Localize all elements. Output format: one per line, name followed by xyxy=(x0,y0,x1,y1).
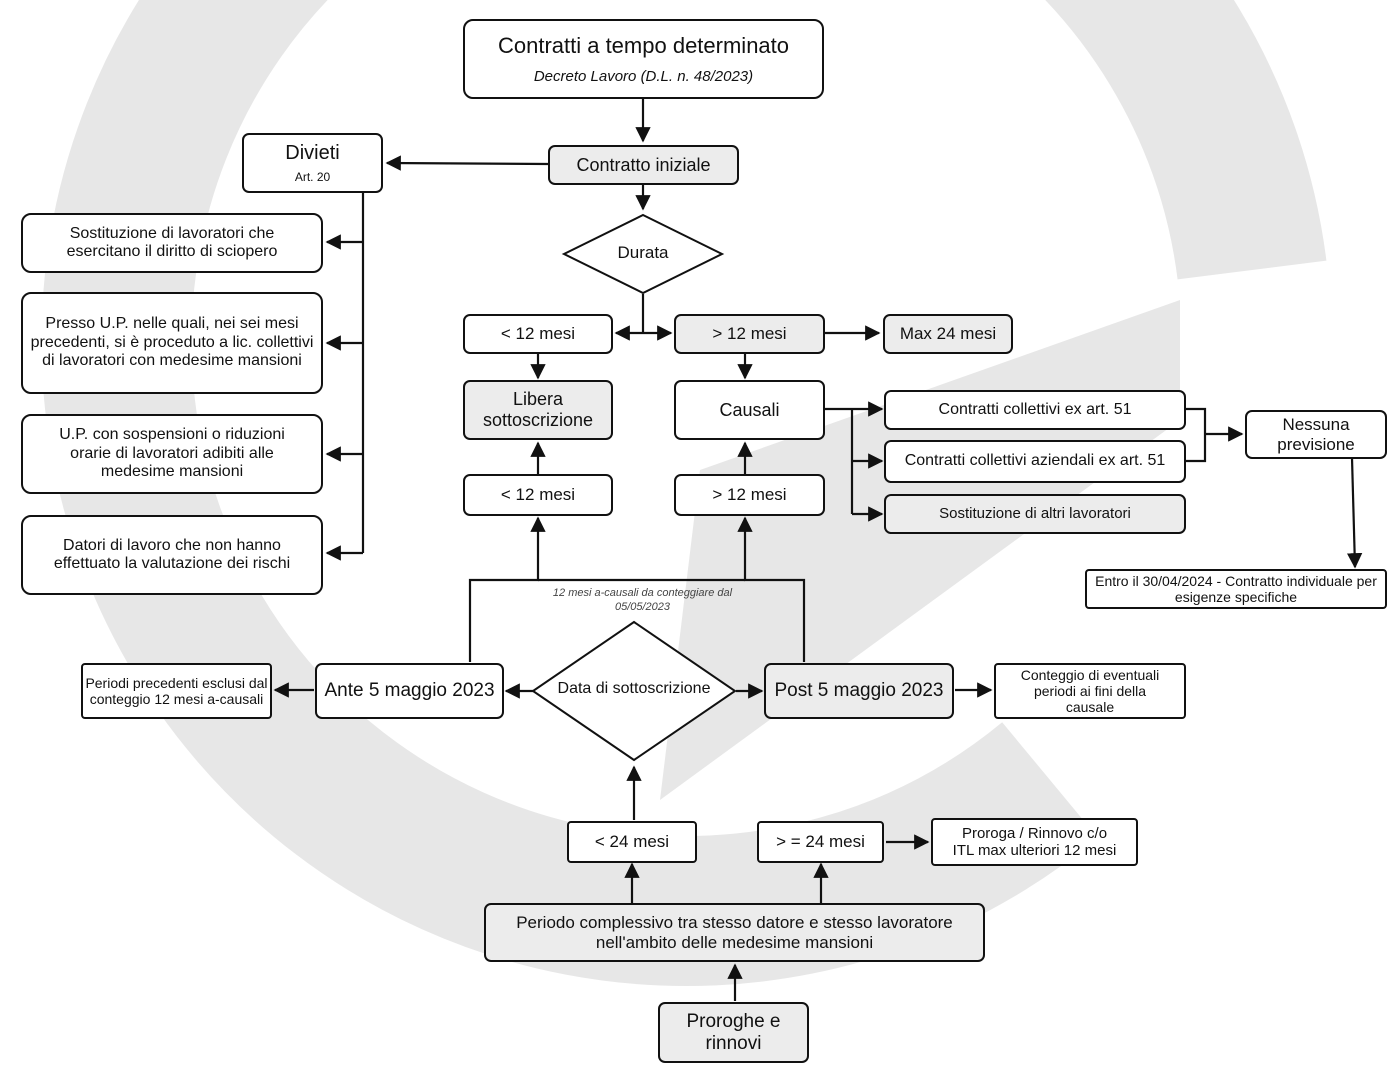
title-main: Contratti a tempo determinato xyxy=(497,32,790,58)
ante-box: Ante 5 maggio 2023 xyxy=(315,663,504,719)
post-box: Post 5 maggio 2023 xyxy=(764,663,954,719)
divieto-item: Datori di lavoro che non hanno effettuat… xyxy=(21,515,323,595)
nessuna-previsione-box: Nessuna previsione xyxy=(1245,410,1387,459)
divieto-item: Sostituzione di lavoratori che esercitan… xyxy=(21,213,323,273)
lt12-top-box: < 12 mesi xyxy=(463,314,613,354)
conteggio-box: Conteggio di eventuali periodi ai fini d… xyxy=(994,663,1186,719)
divieto-item: U.P. con sospensioni o riduzioni orarie … xyxy=(21,414,323,494)
contratto-iniziale-box: Contratto iniziale xyxy=(548,145,739,185)
divieto-item: Presso U.P. nelle quali, nei sei mesi pr… xyxy=(21,292,323,394)
data-sottoscrizione-diamond xyxy=(531,620,737,762)
divieti-article: Art. 20 xyxy=(294,169,331,184)
causale-item: Sostituzione di altri lavoratori xyxy=(884,494,1186,534)
max24-box: Max 24 mesi xyxy=(883,314,1013,354)
periodi-esclusi-box: Periodi precedenti esclusi dal conteggio… xyxy=(81,663,272,719)
causale-item: Contratti collettivi ex art. 51 xyxy=(884,390,1186,430)
gt12-mid-box: > 12 mesi xyxy=(674,474,825,516)
gt12-top-box: > 12 mesi xyxy=(674,314,825,354)
data-sottoscrizione-label: Data di sottoscrizione xyxy=(557,680,711,697)
durata-diamond xyxy=(561,213,725,295)
periodo-complessivo-box: Periodo complessivo tra stesso datore e … xyxy=(484,903,985,962)
gte24-box: > = 24 mesi xyxy=(757,821,884,863)
note-12-mesi: 12 mesi a-causali da conteggiare dal 05/… xyxy=(552,587,733,613)
causale-item: Contratti collettivi aziendali ex art. 5… xyxy=(884,440,1186,483)
proroghe-rinnovi-box: Proroghe e rinnovi xyxy=(658,1002,809,1063)
title-subtitle: Decreto Lavoro (D.L. n. 48/2023) xyxy=(533,68,754,86)
entro-box: Entro il 30/04/2024 - Contratto individu… xyxy=(1085,569,1387,609)
libera-sottoscrizione-box: Libera sottoscrizione xyxy=(463,380,613,440)
causali-box: Causali xyxy=(674,380,825,440)
title-box: Contratti a tempo determinato Decreto La… xyxy=(463,19,824,99)
lt12-mid-box: < 12 mesi xyxy=(463,474,613,516)
lt24-box: < 24 mesi xyxy=(567,821,697,863)
durata-label: Durata xyxy=(617,243,669,262)
divieti-title: Divieti xyxy=(285,141,340,164)
divieti-box: Divieti Art. 20 xyxy=(242,133,383,193)
proroga-itl-box: Proroga / Rinnovo c/o ITL max ulteriori … xyxy=(931,818,1138,866)
